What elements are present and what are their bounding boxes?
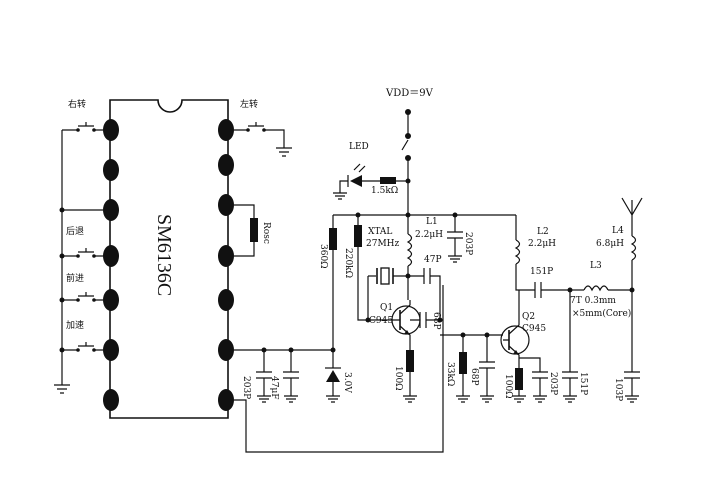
transistor-q2 — [500, 290, 530, 368]
q2-part: C945 — [522, 324, 546, 334]
cap-68p-a — [410, 312, 440, 328]
q1-label: Q1 — [380, 303, 393, 313]
zener-label: 3.0V — [342, 372, 352, 393]
cap-47p-label: 47P — [424, 255, 442, 265]
r100-a — [403, 350, 417, 403]
chip-label: SM6136C — [153, 214, 175, 296]
chip-pins-right — [218, 119, 234, 411]
right-bus — [234, 285, 444, 453]
cap-103p — [624, 290, 640, 403]
switch-label-accel: 加速 — [66, 320, 84, 331]
r220k-label: 220kΩ — [343, 248, 353, 278]
switch-label-back: 后退 — [66, 226, 84, 237]
l2-label: L2 — [537, 227, 549, 237]
l1-value: 2.2μH — [415, 230, 443, 240]
r100-b — [512, 368, 526, 403]
transistor-q1 — [391, 300, 421, 352]
inductor-l3 — [570, 285, 632, 292]
xtal-freq-label: 27MHz — [366, 239, 400, 249]
q1-part: C945 — [369, 316, 393, 326]
c47uf-label: 47μF — [269, 376, 279, 400]
cap-151p-a-label: 151P — [530, 267, 553, 277]
inductor-l1 — [406, 215, 413, 300]
l1-label: L1 — [426, 217, 438, 227]
junction-dots — [59, 178, 635, 353]
l3-label: L3 — [590, 261, 602, 271]
cap-203-top — [447, 215, 463, 263]
r33k — [456, 335, 470, 403]
xtal-label: XTAL — [368, 227, 392, 237]
vdd-label: VDD＝9V — [385, 88, 434, 99]
cap-68p-b-label: 68P — [469, 368, 479, 386]
cap-47p — [408, 268, 441, 320]
q2-label: Q2 — [522, 312, 535, 322]
r100-a-label: 100Ω — [393, 366, 403, 391]
rosc-label: Rosc — [261, 222, 271, 244]
chip-pins-left — [103, 119, 119, 411]
cap-151p-b-label: 151P — [578, 372, 588, 395]
rosc-resistor — [234, 204, 258, 257]
r100-b-label: 100Ω — [503, 374, 513, 399]
r33k-label: 33kΩ — [445, 362, 455, 386]
switch-label-left-turn: 左转 — [240, 98, 258, 110]
cap-68p-a-label: 68P — [431, 312, 441, 330]
cap-151p-a — [519, 282, 570, 298]
switch-label-right-turn: 右转 — [68, 98, 86, 110]
vdd-supply — [401, 109, 411, 215]
cap-203-bot-label: 203P — [548, 372, 558, 395]
cap-203-bot — [519, 357, 548, 403]
inductor-l4 — [630, 215, 637, 290]
switch-label-forward: 前进 — [66, 272, 84, 284]
cap-68p-b — [479, 335, 495, 403]
r360-resistor — [329, 215, 337, 350]
l2-value: 2.2μH — [528, 239, 556, 249]
r1k5-label: 1.5kΩ — [371, 186, 398, 196]
cap-151p-b — [562, 290, 578, 403]
c203-left-label: 203P — [241, 376, 251, 399]
zener-diode — [325, 350, 341, 403]
l4-label: L4 — [612, 226, 624, 236]
antenna-icon — [621, 197, 643, 217]
cap-203-top-label: 203P — [463, 232, 473, 255]
cap-103p-label: 103P — [613, 378, 623, 401]
inductor-l2 — [514, 215, 521, 291]
r360-label: 360Ω — [318, 244, 328, 269]
l3-spec-a: 7T 0.3mm — [570, 296, 616, 306]
ic-chip: SM6136C — [109, 99, 229, 419]
l4-value: 6.8μH — [596, 239, 624, 249]
l3-spec-b: ×5mm(Core) — [572, 308, 631, 319]
led-label: LED — [349, 142, 369, 152]
left-turn-switch — [234, 122, 292, 157]
